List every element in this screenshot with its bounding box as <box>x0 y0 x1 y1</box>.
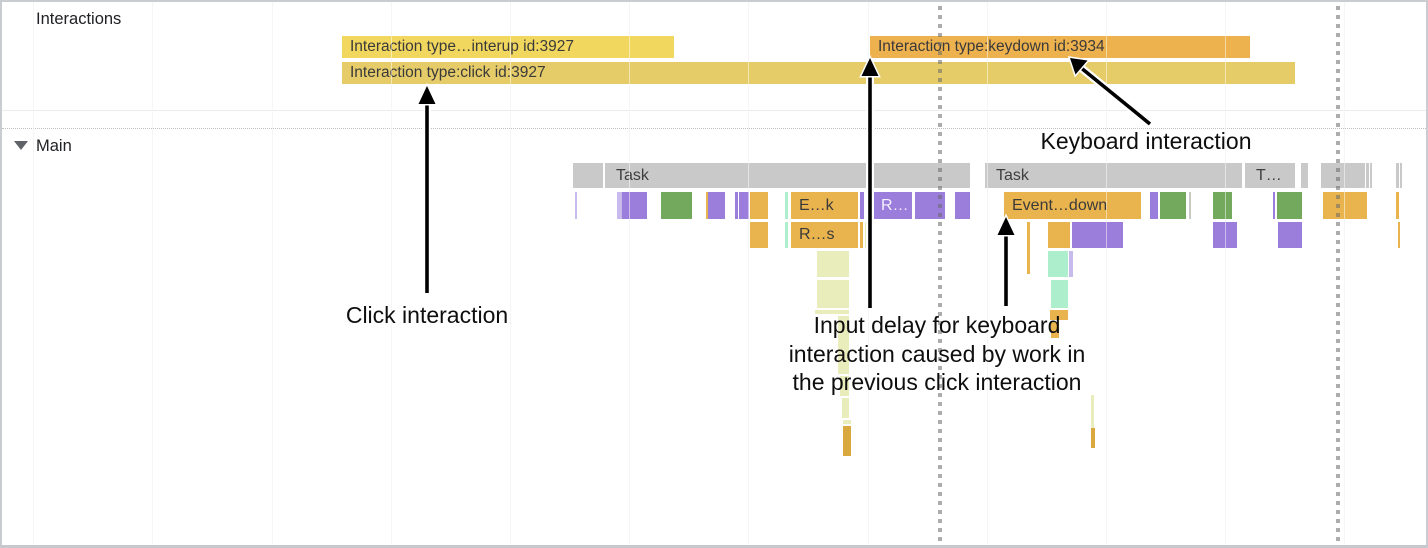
flame-segment[interactable] <box>785 222 788 248</box>
gridline <box>272 2 273 545</box>
flame-segment[interactable] <box>706 192 708 219</box>
task-bar[interactable]: Task <box>605 163 970 188</box>
flame-segment[interactable] <box>955 192 970 219</box>
flame-segment[interactable] <box>843 426 851 456</box>
flame-segment[interactable]: E…k <box>791 192 858 219</box>
flame-segment[interactable] <box>622 192 647 219</box>
track-separator-line <box>2 110 1426 111</box>
flame-segment-label: E…k <box>799 197 834 214</box>
task-bar[interactable] <box>1301 163 1308 188</box>
task-bar[interactable] <box>1366 163 1369 188</box>
flame-segment-label: R…s <box>799 226 835 243</box>
flame-segment[interactable] <box>1048 251 1068 277</box>
flame-segment[interactable] <box>1213 222 1237 248</box>
task-bar[interactable] <box>1321 163 1365 188</box>
input-delay-line-1: Input delay for keyboard <box>813 312 1061 338</box>
flame-segment-label: R… <box>881 197 909 214</box>
interaction-bar[interactable]: Interaction type:keydown id:3934 <box>870 36 1250 58</box>
flame-segment[interactable]: R…s <box>791 222 858 248</box>
flame-segment[interactable] <box>1323 192 1367 219</box>
flame-segment[interactable] <box>750 222 768 248</box>
bottom-border <box>0 545 1428 548</box>
track-separator-dotted <box>2 128 1426 129</box>
flame-segment[interactable] <box>865 222 867 248</box>
flame-segment[interactable] <box>1051 280 1068 308</box>
dotted-marker-line <box>938 6 942 544</box>
flame-segment[interactable] <box>735 192 738 219</box>
flame-segment[interactable] <box>815 310 849 314</box>
flame-segment[interactable] <box>739 192 749 219</box>
input-delay-line-3: the previous click interaction <box>792 369 1082 395</box>
task-bar-label: Task <box>616 167 649 184</box>
dotted-marker-line <box>1336 6 1340 544</box>
flame-segment[interactable] <box>915 192 945 219</box>
keyboard-interaction-annotation: Keyboard interaction <box>1040 128 1252 154</box>
interaction-bar[interactable]: Interaction type:click id:3927 <box>342 62 1295 84</box>
flame-segment[interactable] <box>860 222 863 248</box>
interaction-bar-label: Interaction type:keydown id:3934 <box>878 38 1105 55</box>
task-bar[interactable]: T… <box>1245 163 1295 188</box>
input-delay-line-2: interaction caused by work in <box>788 340 1086 367</box>
flame-segment[interactable] <box>860 192 864 219</box>
interactions-track-label: Interactions <box>36 10 122 28</box>
flame-segment[interactable] <box>575 192 577 219</box>
flame-segment[interactable] <box>1398 222 1400 248</box>
flame-segment[interactable] <box>1396 192 1399 219</box>
gridline <box>1344 2 1345 545</box>
flame-segment-label: Event…down <box>1012 197 1108 214</box>
flame-segment[interactable] <box>1091 395 1094 428</box>
click-interaction-arrow <box>416 82 438 293</box>
flame-segment[interactable] <box>1277 192 1302 219</box>
flame-segment[interactable] <box>842 398 849 418</box>
gridline-overlay <box>33 2 34 545</box>
flame-segment[interactable]: Event…down <box>1004 192 1141 219</box>
interaction-bar-label: Interaction type…interup id:3927 <box>350 38 575 55</box>
flame-segment[interactable] <box>1069 251 1073 277</box>
input-delay-annotation: Input delay for keyboard interaction cau… <box>767 311 1107 397</box>
main-track-collapse-icon[interactable] <box>14 141 28 150</box>
gridline-overlay <box>152 2 153 545</box>
event-keydown-arrow <box>995 213 1017 306</box>
flame-segment[interactable] <box>838 316 849 374</box>
flame-segment[interactable] <box>840 376 849 396</box>
flame-segment[interactable] <box>708 192 725 219</box>
flame-segment[interactable] <box>785 192 788 219</box>
interaction-bar[interactable]: Interaction type…interup id:3927 <box>342 36 674 58</box>
gridline <box>152 2 153 545</box>
task-bar-label: T… <box>1256 167 1282 184</box>
flame-segment[interactable] <box>843 420 851 424</box>
flame-segment[interactable] <box>661 192 692 219</box>
flame-segment[interactable] <box>1278 222 1302 248</box>
click-interaction-annotation: Click interaction <box>345 302 509 328</box>
task-bar[interactable] <box>1370 163 1372 188</box>
flame-segment[interactable] <box>1150 192 1158 219</box>
flame-segment[interactable] <box>817 251 849 277</box>
flame-segment[interactable] <box>1091 428 1095 448</box>
interaction-bar-label: Interaction type:click id:3927 <box>350 64 546 81</box>
task-bar[interactable]: Task <box>985 163 1242 188</box>
flame-segment[interactable] <box>1051 322 1059 338</box>
flame-segment[interactable] <box>1189 192 1191 219</box>
flame-segment[interactable] <box>1027 222 1030 274</box>
main-track-label[interactable]: Main <box>36 137 72 155</box>
flame-segment[interactable] <box>617 192 622 219</box>
task-bar[interactable] <box>573 163 603 188</box>
flame-segment[interactable] <box>1048 222 1070 248</box>
flame-segment[interactable] <box>750 192 768 219</box>
flame-segment[interactable] <box>817 280 849 308</box>
flame-segment[interactable]: R… <box>873 192 912 219</box>
gridline-overlay <box>272 2 273 545</box>
task-bar[interactable] <box>1400 163 1402 188</box>
flame-segment[interactable] <box>1072 222 1123 248</box>
flame-segment[interactable] <box>1213 192 1232 219</box>
gridline-overlay <box>1344 2 1345 545</box>
task-bar[interactable] <box>1396 163 1399 188</box>
flame-segment[interactable] <box>1273 192 1275 219</box>
flame-segment[interactable] <box>1050 310 1068 320</box>
gridline <box>33 2 34 545</box>
task-bar-label: Task <box>996 167 1029 184</box>
flame-segment[interactable] <box>1160 192 1186 219</box>
